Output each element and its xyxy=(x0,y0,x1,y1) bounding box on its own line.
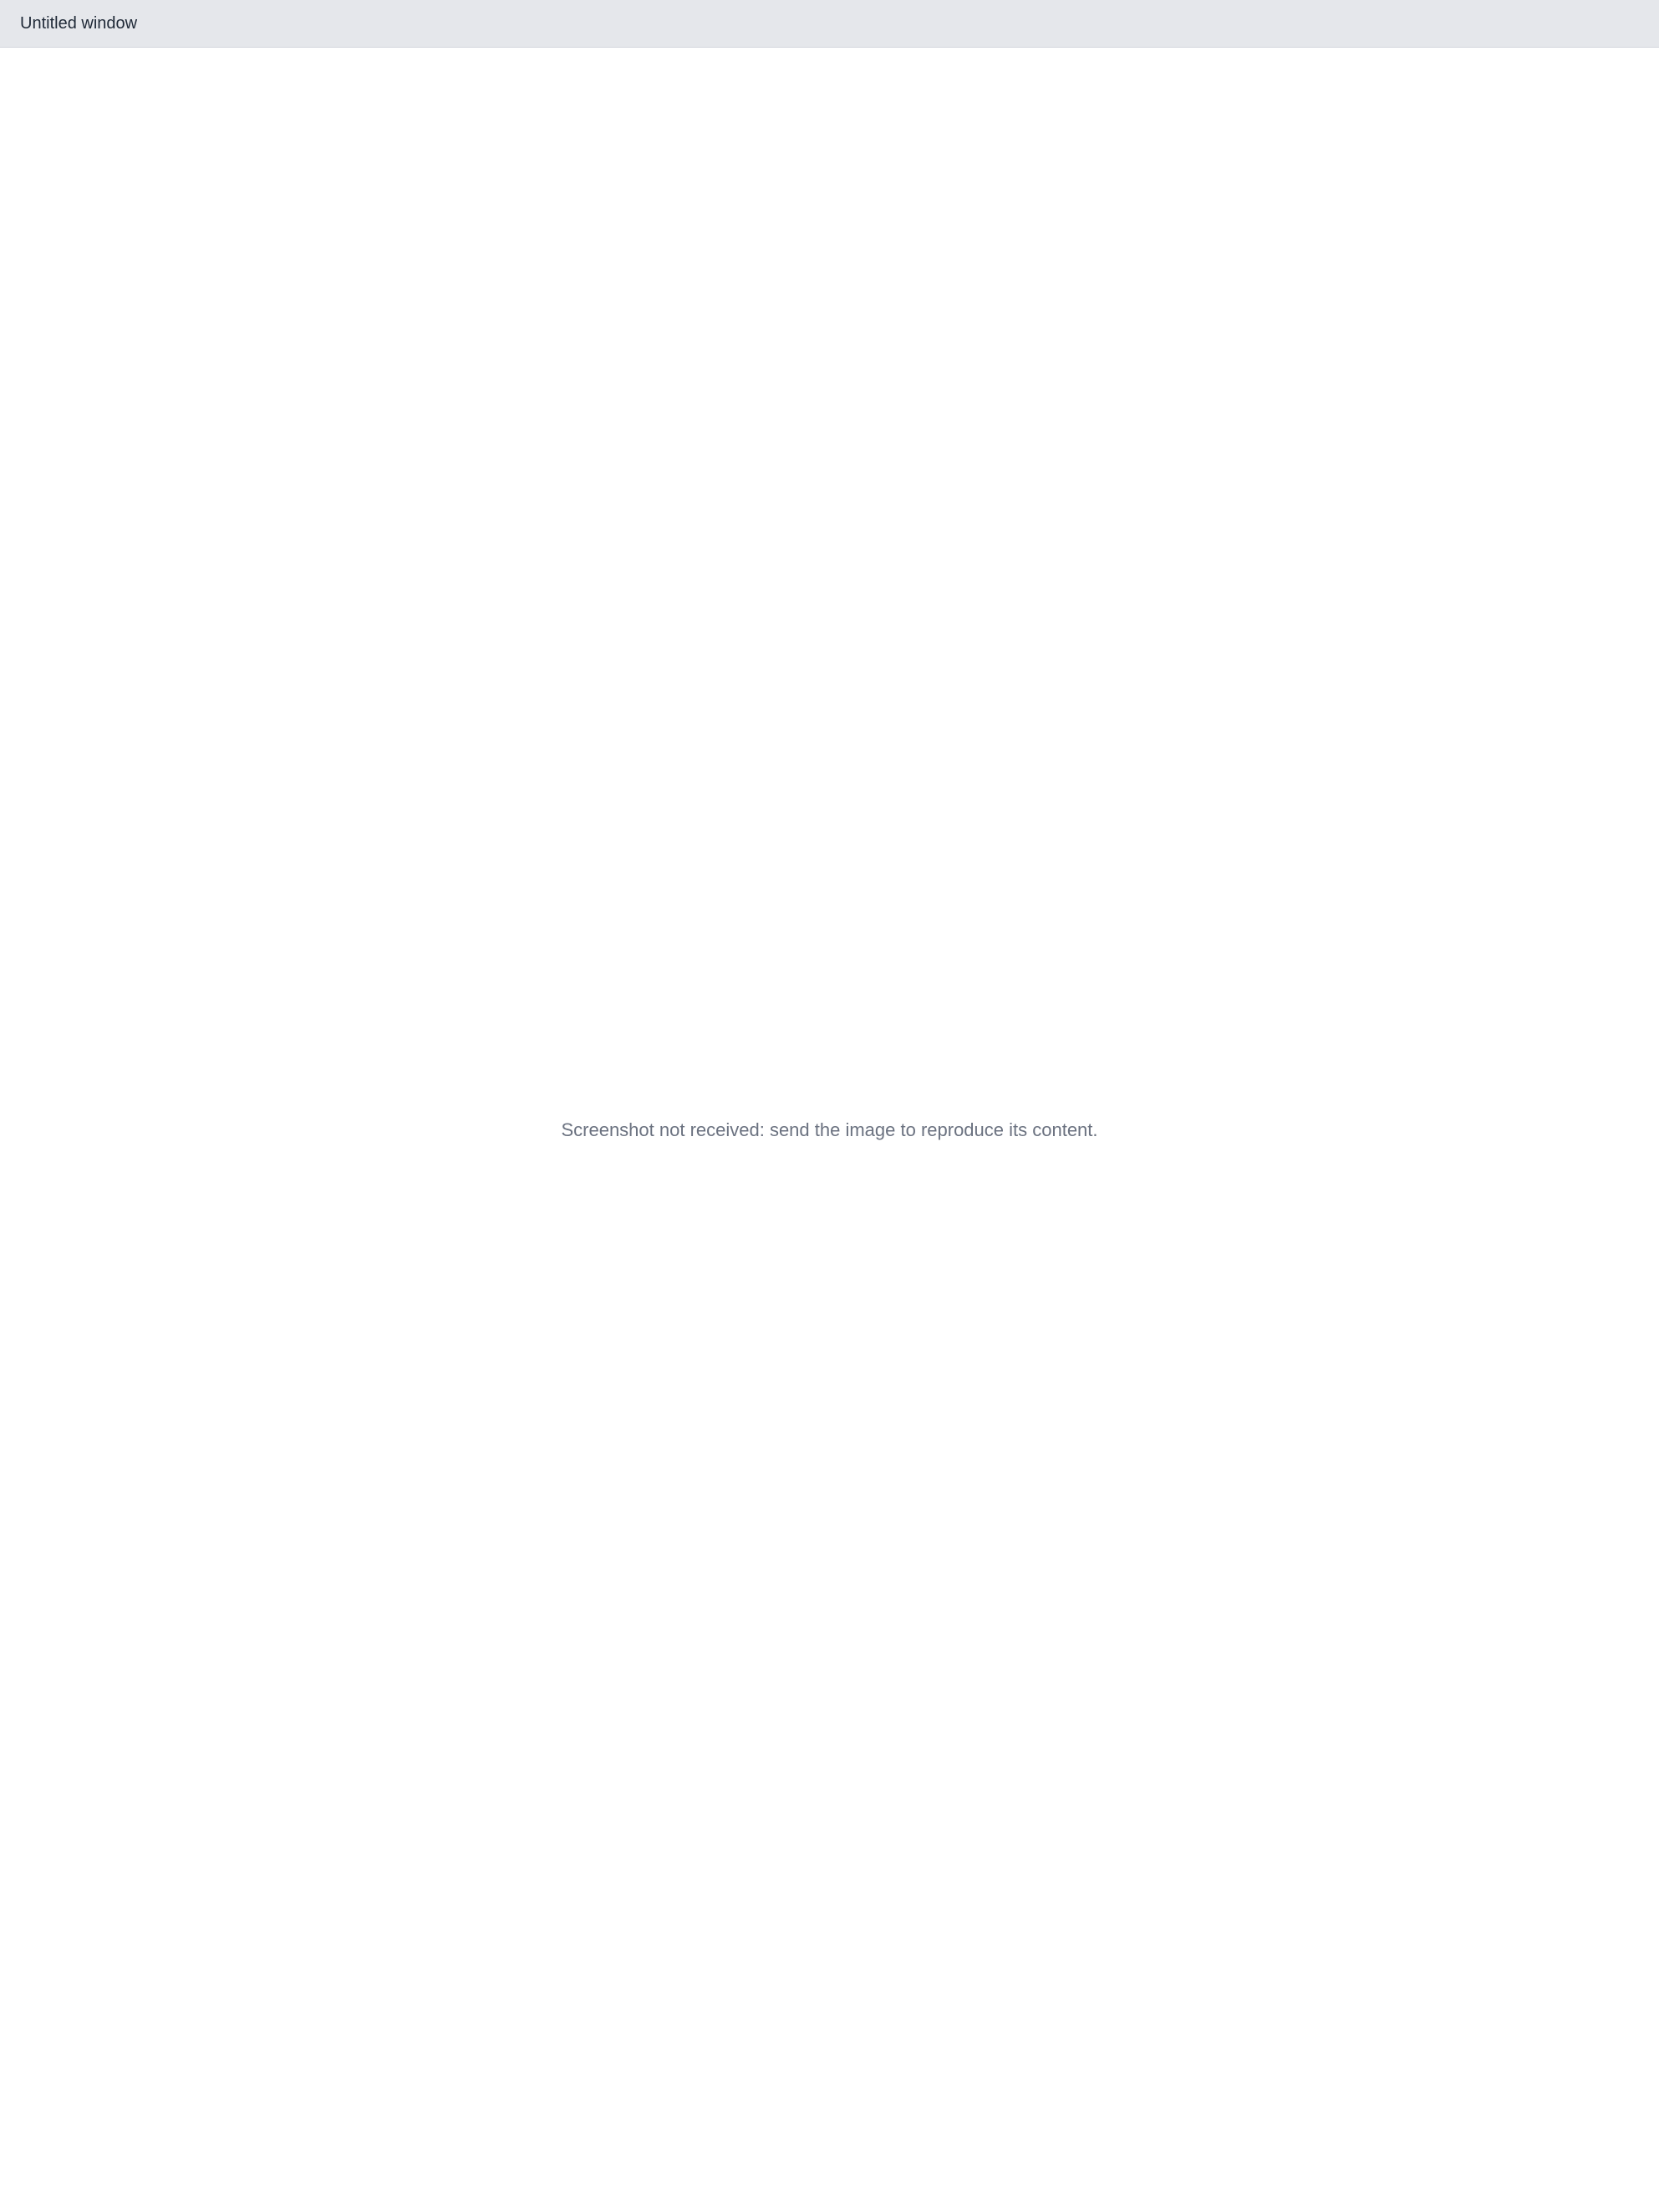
title-bar: Untitled window xyxy=(0,0,1659,48)
placeholder-notice: Screenshot not received: send the image … xyxy=(561,1119,1098,1140)
window-title: Untitled window xyxy=(20,13,138,33)
main-panel: Screenshot not received: send the image … xyxy=(0,48,1659,2212)
